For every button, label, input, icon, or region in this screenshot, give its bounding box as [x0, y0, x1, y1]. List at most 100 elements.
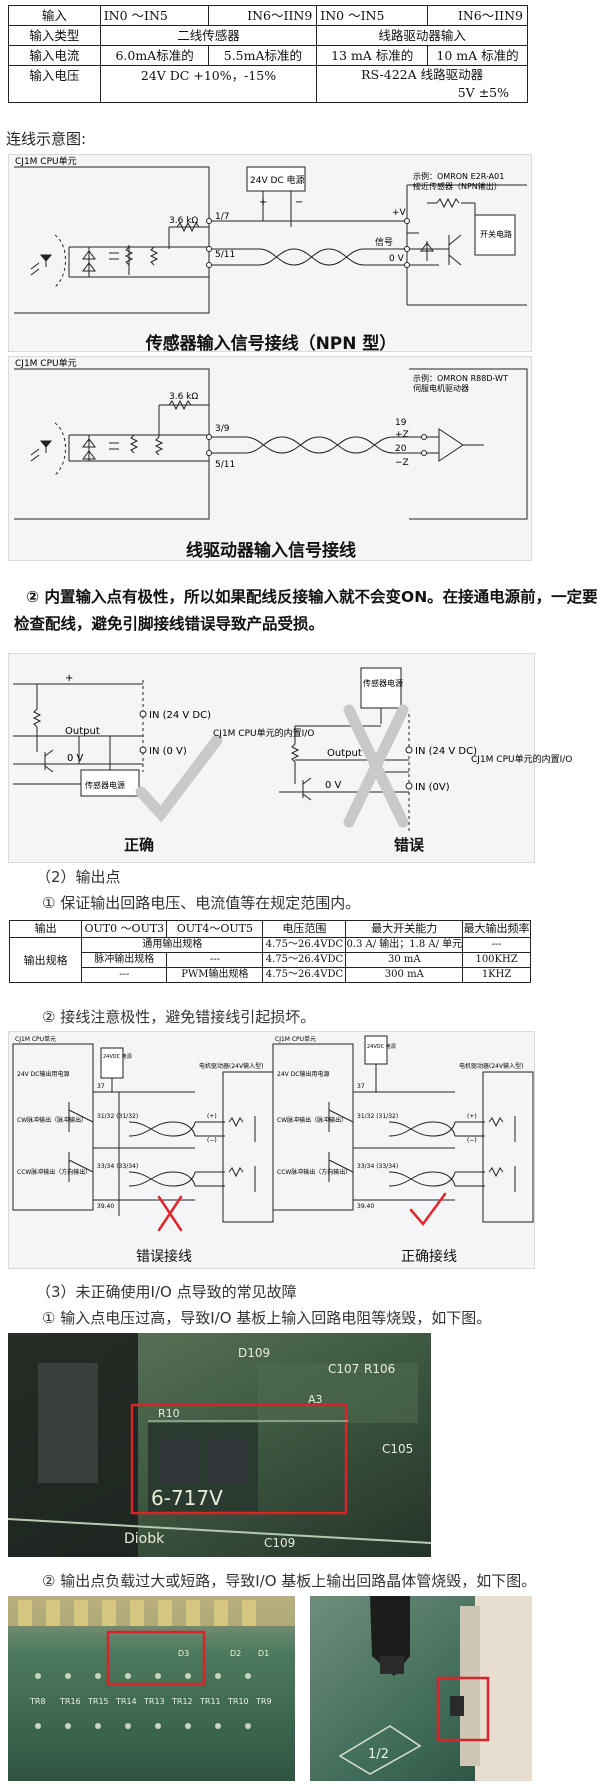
plus-label: (+) [467, 1113, 477, 1120]
zero-v-label: 0 V [389, 254, 405, 264]
table-row: 输入电压 24V DC +10%，-15% RS-422A 线路驱动器 5V ±… [8, 65, 528, 103]
table-cell: 输出 [8, 920, 83, 938]
pin-label: 19 [395, 418, 407, 428]
output-item-1: ① 保证输出回路电压、电流值等在规定范围内。 [42, 894, 361, 912]
table-cell: 4.75～26.4VDC [262, 937, 347, 953]
sensor-power-label: 传感器电源 [85, 780, 125, 790]
example-label: 示例：OMRON R88D-WT [413, 373, 508, 383]
table-cell: 5.5mA标准的 [208, 45, 318, 66]
resistor-label: 3.6 kΩ [169, 392, 198, 402]
output-spec-table: 输出 OUT0 ～OUT3 OUT4～OUT5 电压范围 最大开关能力 最大输出… [8, 920, 531, 983]
correct-caption: 正确 [123, 836, 154, 854]
pin-label: 37 [97, 1083, 105, 1090]
example-label: 伺服电机驱动器 [413, 383, 469, 393]
photo3-svg: 1/2 [310, 1596, 532, 1781]
board-marking: TR9 [255, 1697, 272, 1706]
table-cell: 输入电压 [8, 65, 101, 103]
table-row: 输出 OUT0 ～OUT3 OUT4～OUT5 电压范围 最大开关能力 最大输出… [8, 920, 531, 938]
photo2-svg: TR8 TR16 TR15 TR14 TR13 TR12 TR11 TR10 T… [8, 1596, 295, 1781]
table-cell: 6.0mA标准的 [99, 45, 210, 66]
power-label: 24VDC 电源 [103, 1053, 132, 1060]
table-cell: 4.75～26.4VDC [262, 967, 347, 983]
polarity-paragraph: ② 内置输入点有极性，所以如果配线反接输入就不会变ON。在接通电源前，一定要 检… [14, 588, 598, 633]
pin-label: 3/9 [215, 424, 230, 434]
table-cell: 输入电流 [8, 45, 101, 66]
correct-check-icon [409, 1192, 447, 1227]
supply-label: 24V DC输出用电源 [277, 1070, 329, 1078]
board-marking: C107 [328, 1362, 359, 1376]
sensor-wiring-svg: CJ1M CPU单元 24V DC 电源 + − 3.6 kΩ 1/7 5/11… [14, 155, 527, 314]
board-marking: TR13 [143, 1697, 165, 1706]
plus-sign: + [259, 197, 267, 208]
board-marking: R106 [364, 1362, 395, 1376]
board-marking: TR8 [29, 1697, 46, 1706]
burned-resistor-photo: 6-717V Diobk C107 R106 C105 C109 D109 R1… [7, 1333, 432, 1557]
board-marking: TR14 [115, 1697, 137, 1706]
table-cell: 输入类型 [8, 25, 101, 46]
fault-heading: （3）未正确使用I/O 点导致的常见故障 [36, 1283, 297, 1301]
board-marking: D109 [238, 1346, 270, 1360]
burned-transistor-photo-right: 1/2 [310, 1596, 532, 1781]
cpu-io-label: CJ1M CPU单元的内置I/O [471, 753, 572, 765]
table-row: 输入 IN0 ～IN5 IN6～IIN9 IN0 ～IN5 IN6～IIN9 [8, 5, 528, 26]
minus-label: (−) [467, 1137, 477, 1144]
table-cell: 线路驱动器输入 [316, 25, 528, 46]
table-row: 输入电流 6.0mA标准的 5.5mA标准的 13 mA 标准的 10 mA 标… [8, 45, 528, 66]
cw-label: CW脉冲输出（脉冲输出） [277, 1116, 347, 1124]
minus-label: (−) [207, 1137, 217, 1144]
table-row: 输入类型 二线传感器 线路驱动器输入 [8, 25, 528, 46]
unit-label: CJ1M CPU单元 [15, 357, 77, 369]
correct-wiring-caption: 正确接线 [401, 1249, 457, 1265]
plus-label: (+) [207, 1113, 217, 1120]
pin-label: −Z [395, 458, 409, 468]
minus-sign: − [295, 197, 303, 208]
table-cell: RS-422A 线路驱动器 5V ±5% [316, 65, 528, 103]
in-24v-label: IN (24 V DC) [415, 746, 477, 757]
pin-label: 5/11 [215, 250, 235, 260]
output-wiring-diagram: CJ1M CPU单元 24VDC 电源 24V DC输出用电源 CW脉冲输出（脉… [8, 1031, 535, 1269]
cpu-io-label: CJ1M CPU单元的内置I/O [213, 727, 314, 739]
polarity-svg: + Output 0 V 传感器电源 IN (24 V DC) IN (0 V)… [13, 667, 572, 834]
board-marking: TR12 [171, 1697, 193, 1706]
table-cell: 通用输出规格 [81, 937, 264, 953]
table-row: 输出规格 通用输出规格 4.75～26.4VDC 0.3 A/ 输出；1.8 A… [8, 937, 531, 983]
pin-label: 20 [395, 444, 407, 454]
table-cell: --- [81, 967, 168, 983]
pin-label: 33/34 (33/34) [357, 1163, 398, 1170]
table-cell: 100KHZ [462, 952, 531, 968]
board-marking: 6-717V [151, 1486, 223, 1510]
input-spec-table: 输入 IN0 ～IN5 IN6～IIN9 IN0 ～IN5 IN6～IIN9 输… [8, 5, 528, 103]
ccw-label: CCW脉冲输出（方向输出） [277, 1168, 351, 1176]
polarity-diagram: + Output 0 V 传感器电源 IN (24 V DC) IN (0 V)… [8, 653, 572, 863]
table-cell: 13 mA 标准的 [316, 45, 429, 66]
diagram-caption: 线驱动器输入信号接线 [186, 541, 356, 561]
line-driver-wiring-diagram: CJ1M CPU单元 3.6 kΩ 3/9 5/11 示例：OMRON R88D… [8, 356, 532, 561]
pin-label: 1/7 [215, 212, 229, 222]
fault-item-1: ① 输入点电压过高，导致I/O 基板上输入回路电阻等烧毁，如下图。 [42, 1309, 492, 1327]
pin-label: 31/32 (31/32) [357, 1113, 398, 1120]
board-marking: D1 [258, 1649, 269, 1658]
example-label: 接近传感器（NPN输出） [413, 181, 502, 191]
board-marking: TR15 [87, 1697, 109, 1706]
pin-label: 39,40 [357, 1203, 374, 1210]
wrong-x-icon [157, 1195, 183, 1232]
sensor-power-label: 传感器电源 [363, 678, 403, 688]
pin-label: +Z [395, 430, 409, 440]
in-0v-label: IN (0 V) [149, 746, 187, 757]
table-cell: 24V DC +10%，-15% [99, 65, 318, 103]
resistor-label: 3.6 kΩ [169, 216, 198, 226]
pin-label: 5/11 [215, 460, 235, 470]
zero-v-label: 0 V [67, 753, 84, 764]
sensor-wiring-diagram: CJ1M CPU单元 24V DC 电源 + − 3.6 kΩ 1/7 5/11… [8, 154, 532, 354]
cw-label: CW脉冲输出（脉冲输出） [17, 1116, 87, 1124]
wrong-wiring-caption: 错误接线 [136, 1249, 192, 1265]
zero-v-label: 0 V [325, 780, 342, 791]
cross-icon [343, 704, 409, 828]
supply-label: 24V DC输出用电源 [17, 1070, 69, 1078]
table-cell: IN6～IIN9 [208, 5, 318, 26]
burned-transistor-photo-left: TR8 TR16 TR15 TR14 TR13 TR12 TR11 TR10 T… [8, 1596, 295, 1781]
pin-label: 33/34 (33/34) [97, 1163, 138, 1170]
table-cell: --- [166, 952, 264, 968]
table-cell: 输入 [8, 5, 101, 26]
table-cell: --- [462, 937, 531, 953]
